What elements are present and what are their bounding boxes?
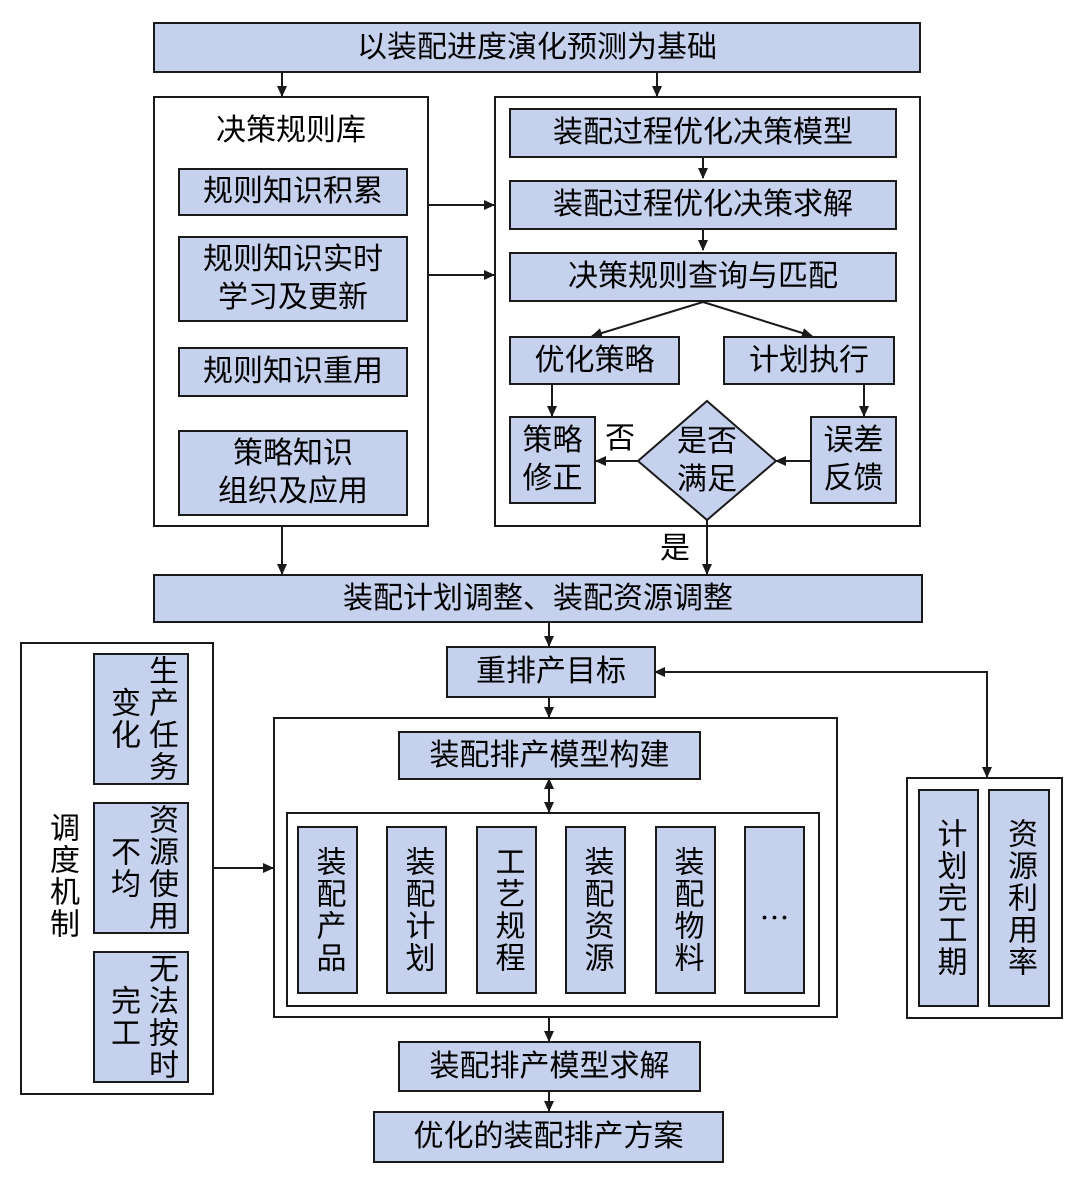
top-banner-text: 以装配进度演化预测为基础 bbox=[357, 29, 717, 65]
yes-label: 是 bbox=[660, 531, 690, 566]
strategy-correction-box: 策略 修正 bbox=[509, 416, 596, 504]
element-process-spec: 工艺规程 bbox=[476, 826, 537, 994]
arrow-match-to-optimize bbox=[591, 301, 704, 338]
rule-library-title: 决策规则库 bbox=[216, 113, 366, 148]
adjust-banner: 装配计划调整、装配资源调整 bbox=[153, 574, 923, 623]
rule-match-box: 决策规则查询与匹配 bbox=[509, 252, 897, 302]
optimize-strategy-box: 优化策略 bbox=[509, 336, 680, 385]
top-banner: 以装配进度演化预测为基础 bbox=[153, 22, 921, 73]
rule-item-accumulation: 规则知识积累 bbox=[178, 168, 408, 216]
decision-model-box: 装配过程优化决策模型 bbox=[509, 108, 897, 158]
model-solve-box: 装配排产模型求解 bbox=[398, 1041, 701, 1092]
element-assembly-material: 装配物料 bbox=[655, 826, 716, 994]
arrow-match-to-execute bbox=[702, 301, 813, 338]
element-assembly-plan: 装配计划 bbox=[386, 826, 447, 994]
reschedule-target-box: 重排产目标 bbox=[446, 646, 656, 698]
arrow-target-objectives bbox=[654, 667, 992, 778]
objective-resource-utilization: 资源利用率 bbox=[988, 789, 1050, 1007]
rule-item-reuse: 规则知识重用 bbox=[178, 347, 408, 397]
decision-solve-box: 装配过程优化决策求解 bbox=[509, 180, 897, 230]
model-build-box: 装配排产模型构建 bbox=[398, 731, 701, 780]
no-label: 否 bbox=[605, 421, 635, 456]
rule-item-strategy-knowledge: 策略知识 组织及应用 bbox=[178, 430, 408, 516]
mechanism-task-change: 生产任务变化 bbox=[93, 653, 189, 785]
rule-library-frame bbox=[153, 96, 429, 527]
mechanism-late-completion: 无法按时完工 bbox=[93, 951, 189, 1083]
objective-completion-time: 计划完工期 bbox=[918, 789, 979, 1007]
objectives-frame bbox=[906, 777, 1063, 1019]
model-elements-frame bbox=[286, 812, 820, 1007]
scheduling-model-frame bbox=[273, 717, 838, 1018]
decision-diamond bbox=[636, 399, 778, 522]
rule-item-realtime-learning: 规则知识实时 学习及更新 bbox=[178, 236, 408, 322]
diamond-label: 是否 满足 bbox=[677, 424, 737, 497]
plan-execution-box: 计划执行 bbox=[723, 336, 895, 385]
error-feedback-box: 误差 反馈 bbox=[810, 416, 897, 504]
element-assembly-product: 装配产品 bbox=[297, 826, 358, 994]
scheduling-mechanism-title: 调度机制 bbox=[44, 812, 79, 940]
final-plan-box: 优化的装配排产方案 bbox=[373, 1111, 724, 1163]
decision-frame bbox=[494, 96, 921, 527]
scheduling-mechanism-frame bbox=[20, 642, 214, 1095]
mechanism-resource-uneven: 资源使用不均 bbox=[93, 802, 189, 934]
element-more: … bbox=[744, 826, 805, 994]
element-assembly-resource: 装配资源 bbox=[565, 826, 626, 994]
